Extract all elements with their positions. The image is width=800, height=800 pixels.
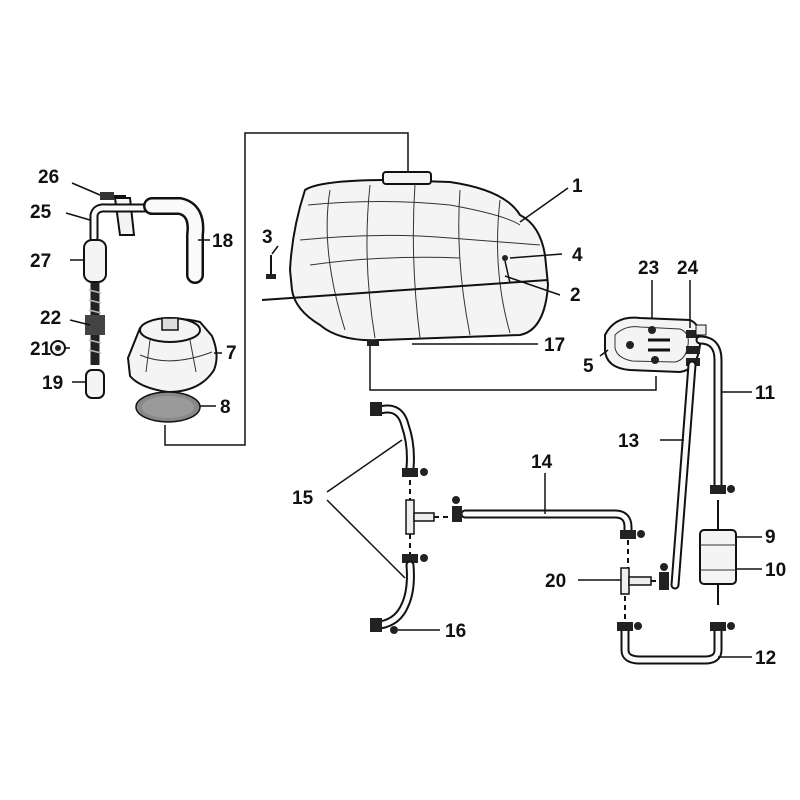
- fuel-tank-filler-neck: [382, 171, 432, 185]
- callout-3: 3: [262, 227, 273, 248]
- fuel-cock-5: [604, 316, 707, 374]
- callout-17: 17: [544, 335, 565, 356]
- fuel-cap-7: [126, 317, 218, 394]
- callout-16: 16: [445, 621, 466, 642]
- tank-screw-2-4: [502, 255, 511, 284]
- callout-14: 14: [531, 452, 553, 473]
- callout-26: 26: [38, 167, 59, 188]
- callout-8: 8: [220, 397, 231, 418]
- fuel-hose-12: [617, 622, 735, 665]
- fuel-hoses-15: [370, 402, 452, 634]
- fuel-hose-13: [670, 360, 697, 590]
- callout-4: 4: [572, 245, 583, 266]
- callout-7: 7: [226, 343, 237, 364]
- callout-18: 18: [212, 231, 233, 252]
- fuel-hose-11: [695, 335, 735, 494]
- callout-10: 10: [765, 560, 786, 581]
- vent-bracket-25: [89, 197, 150, 243]
- fuel-filter-9-10: [699, 500, 737, 605]
- callout-21: 21: [30, 339, 52, 360]
- callout-20: 20: [545, 571, 566, 592]
- vent-clip-21: [50, 340, 66, 356]
- vent-valve-22: [85, 283, 105, 365]
- vent-hose-18: [143, 197, 205, 284]
- tank-to-cap-bracket: [164, 132, 657, 446]
- fuel-tank-seam: [261, 279, 549, 301]
- fuel-cap-gasket-8: [135, 391, 201, 423]
- callout-22: 22: [40, 308, 61, 329]
- callout-2: 2: [570, 285, 581, 306]
- leader-lines: [64, 182, 762, 658]
- callout-19: 19: [42, 373, 63, 394]
- vent-cap-19: [85, 369, 105, 399]
- callout-numbers: 1 2 3 4 5 7 8 9 10 11 12 13 14 15 16 17 …: [30, 167, 786, 669]
- callout-5: 5: [583, 356, 594, 377]
- callout-11: 11: [755, 383, 776, 404]
- tee-fitting-20: [620, 540, 669, 620]
- callout-13: 13: [618, 431, 639, 452]
- callout-25: 25: [30, 202, 52, 223]
- fuel-tank: [261, 171, 550, 346]
- fuel-hose-14: [452, 496, 645, 539]
- callout-12: 12: [755, 648, 776, 669]
- fuel-tank-outlet: [367, 340, 379, 346]
- callout-27: 27: [30, 251, 51, 272]
- callout-15: 15: [292, 488, 314, 509]
- callout-24: 24: [677, 258, 699, 279]
- bolt-3: [266, 255, 276, 279]
- vent-bolt-26: [100, 192, 126, 200]
- callout-1: 1: [572, 176, 583, 197]
- vent-filter-27: [83, 239, 107, 283]
- callout-9: 9: [765, 527, 776, 548]
- callout-23: 23: [638, 258, 659, 279]
